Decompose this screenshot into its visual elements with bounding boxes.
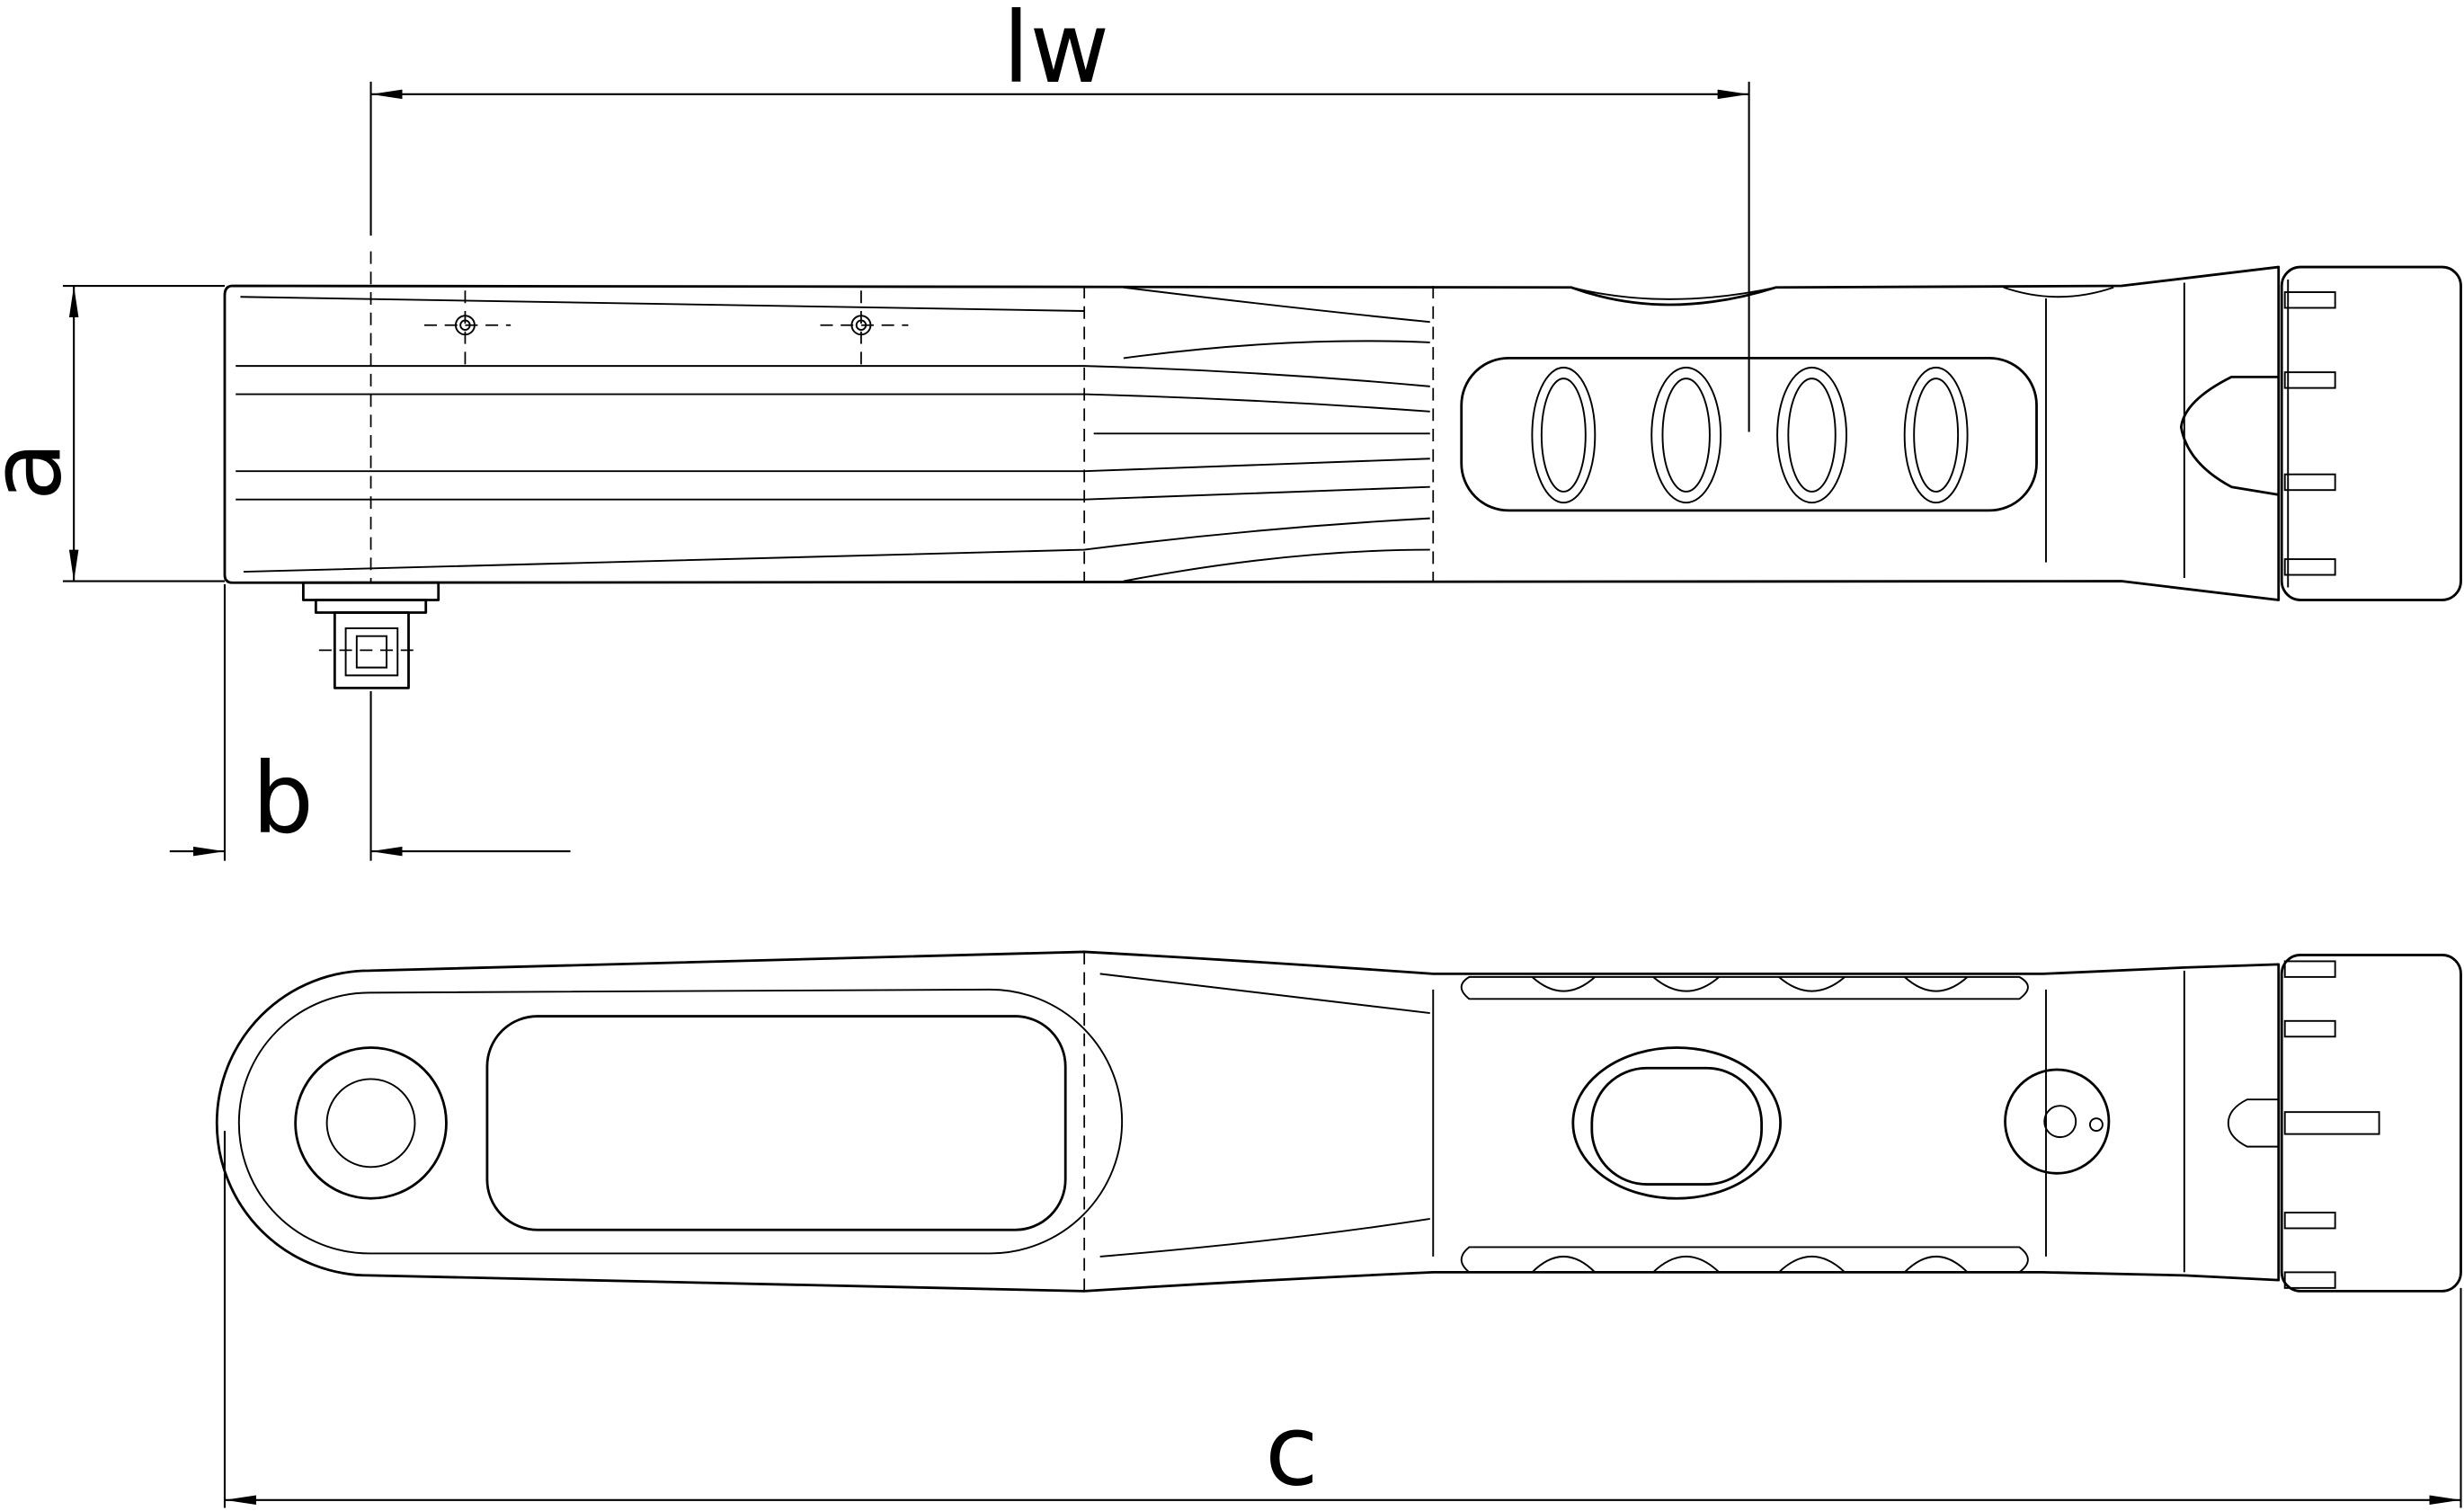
adjust-dot [2088,1117,2104,1133]
dimension-label-c: c [1265,1393,1319,1507]
side-line [236,393,1430,413]
adjust-hole [2043,1105,2077,1139]
top-head-inner [237,988,1124,1255]
side-view [223,251,2462,689]
side-line [1123,340,1430,360]
label-window [485,1015,1067,1231]
head-circle-inner [325,1078,416,1169]
side-line [243,517,1430,573]
dimension-c: c [223,1131,2462,1508]
grip-bumps [1531,976,1969,1274]
end-cap [2280,954,2462,1293]
clip [2179,375,2281,496]
side-line [236,365,1430,387]
dimension-label-a: a [0,441,83,501]
top-line [1099,1218,1430,1258]
head-circle [294,1046,448,1200]
dimension-label-b: b [252,742,314,856]
end-cap-tabs [2227,960,2380,1289]
side-line [1123,286,1430,324]
grip-ovals [1531,366,1969,504]
dimension-label-lw: lw [1002,0,1109,105]
side-line [236,485,1430,501]
end-cap-tabs [2283,291,2336,576]
end-cap [2280,265,2462,601]
screw-icon [820,290,909,365]
side-top-groove-2 [2003,286,2114,298]
square-drive [301,581,440,689]
grip-strip [1460,975,2029,1000]
side-body-outline [223,265,2281,601]
side-line [236,458,1430,473]
grip-strip [1460,1246,2029,1274]
top-view [215,950,2462,1293]
side-line [240,296,1085,312]
adjust-knob [2004,1068,2111,1175]
scale-window [1590,1066,1764,1186]
dimension-lw: lw [369,0,1750,432]
screw-icon [423,290,511,365]
top-line [1099,973,1430,1015]
side-line [1123,548,1430,582]
scale-window-outer [1571,1046,1782,1200]
dimension-b: b [169,584,571,861]
top-body-outline [215,950,2281,1293]
dimension-a: a [0,284,225,582]
